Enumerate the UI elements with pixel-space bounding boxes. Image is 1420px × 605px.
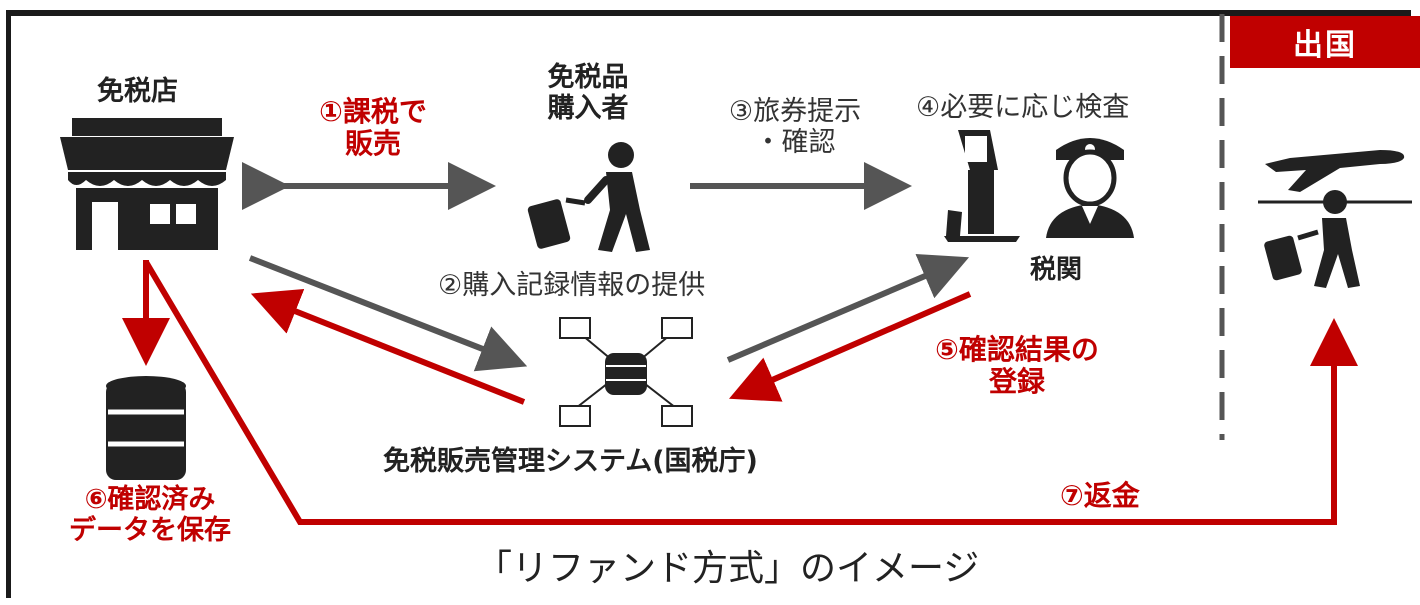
step3-label: ③旅券提示 ・確認 <box>728 96 862 159</box>
traveler-with-luggage-icon <box>527 142 650 252</box>
diagram-frame <box>6 10 1411 598</box>
kiosk-icon <box>944 130 1020 242</box>
step2-label: ②購入記録情報の提供 <box>438 270 706 301</box>
network-database-icon <box>559 317 693 427</box>
customs-officer-icon <box>1046 138 1134 238</box>
arrow-system-shop <box>250 288 526 405</box>
arrow-system-customs <box>726 254 970 363</box>
step7-label: ⑦返金 <box>1060 479 1140 512</box>
arrow-shop-system <box>248 255 528 372</box>
shop-label: 免税店 <box>97 76 178 107</box>
exit-banner: 出国 <box>1230 16 1420 68</box>
arrow-customs-system <box>728 291 972 402</box>
storefront-icon <box>60 118 234 250</box>
arrows <box>122 162 1358 525</box>
step6-label: ⑥確認済み データを保存 <box>69 484 231 547</box>
buyer-label: 免税品 購入者 <box>547 62 629 125</box>
diagram-title: 「リファンド方式」のイメージ <box>476 548 980 589</box>
step1-label: ①課税で 販売 <box>319 95 427 161</box>
arrow-refund <box>143 260 1358 525</box>
customs-label: 税関 <box>1030 255 1083 285</box>
system-label: 免税販売管理システム(国税庁) <box>383 446 758 477</box>
step5-label: ⑤確認結果の 登録 <box>935 333 1099 399</box>
database-icon <box>106 376 186 480</box>
step4-label: ④必要に応じ検査 <box>916 92 1130 123</box>
departing-traveler-icon <box>1264 190 1360 288</box>
